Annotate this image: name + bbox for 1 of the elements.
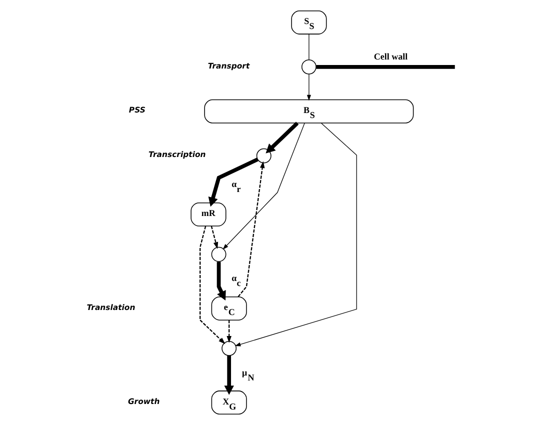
edge-label: Cell wall	[373, 52, 408, 62]
